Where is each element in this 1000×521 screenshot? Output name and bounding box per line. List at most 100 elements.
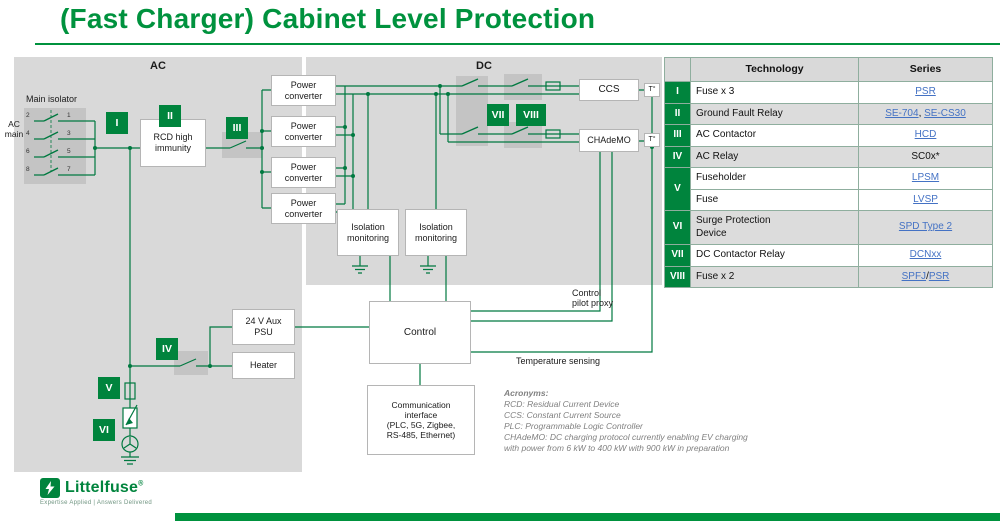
pin-5: 5 xyxy=(67,148,71,155)
technology-cell: Surge Protection Device xyxy=(690,210,860,246)
power-converter-box-3: Power converter xyxy=(271,157,336,188)
series-link[interactable]: DCNxx xyxy=(909,249,942,261)
dc-section-label: DC xyxy=(476,60,492,72)
table-badge: II xyxy=(663,102,692,126)
badge-vi: VI xyxy=(93,419,115,441)
ccs-switch-patch xyxy=(504,74,542,100)
series-cell: LPSM xyxy=(858,167,994,190)
temp-sensor-ccs: T° xyxy=(644,83,660,97)
table-header-badge xyxy=(663,56,692,83)
ac-main-label: AC main xyxy=(4,119,24,139)
ccs-box: CCS xyxy=(579,79,639,101)
rcd-box: RCD high immunity xyxy=(140,119,206,167)
badge-viii: VIII xyxy=(516,104,546,126)
pin-8: 8 xyxy=(26,166,30,173)
series-text: SC0x* xyxy=(911,150,940,162)
temperature-sensing-label: Temperature sensing xyxy=(516,356,601,366)
isolation-monitoring-box-2: Isolation monitoring xyxy=(405,209,467,256)
series-cell: SC0x* xyxy=(858,145,994,169)
table-badge: VII xyxy=(663,244,692,267)
series-link[interactable]: SPFJ xyxy=(901,270,927,282)
series-text: , xyxy=(918,107,925,119)
table-row: Fuse LVSP xyxy=(665,188,994,212)
title-underline xyxy=(35,43,1000,45)
technology-cell: Fuse x 3 xyxy=(690,81,860,104)
pin-3: 3 xyxy=(67,130,71,137)
main-isolator-patch xyxy=(24,108,86,184)
pin-7: 7 xyxy=(67,166,71,173)
technology-cell: AC Contactor xyxy=(690,124,860,147)
isolation-monitoring-box-1: Isolation monitoring xyxy=(337,209,399,256)
main-isolator-label: Main isolator xyxy=(26,94,78,104)
table-header-series: Series xyxy=(858,56,994,83)
series-cell: SPFJ/PSR xyxy=(858,265,994,289)
control-pilot-proxy-label: Control pilot proxy xyxy=(572,288,614,308)
chademo-box: CHAdeMO xyxy=(579,129,639,152)
series-cell: DCNxx xyxy=(858,244,994,267)
table-badge: VIII xyxy=(663,265,692,289)
series-link[interactable]: PSR xyxy=(915,86,936,98)
series-link[interactable]: SPD Type 2 xyxy=(898,221,953,233)
ac-section-label: AC xyxy=(150,60,166,72)
table-badge: IV xyxy=(663,145,692,169)
badge-i: I xyxy=(106,112,128,134)
littelfuse-logo-icon xyxy=(40,478,60,498)
comm-interface-box: Communication interface (PLC, 5G, Zigbee… xyxy=(367,385,475,455)
series-cell: PSR xyxy=(858,81,994,104)
table-badge: III xyxy=(663,124,692,147)
aux-psu-box: 24 V Aux PSU xyxy=(232,309,295,345)
power-converter-box-1: Power converter xyxy=(271,75,336,106)
power-converter-box-4: Power converter xyxy=(271,193,336,224)
series-link[interactable]: LPSM xyxy=(911,172,940,184)
series-link[interactable]: SE-704 xyxy=(885,107,919,119)
technology-cell: Fuse x 2 xyxy=(690,265,860,289)
technology-cell: Fuse xyxy=(690,188,860,212)
acronyms-heading: Acronyms: xyxy=(504,388,549,398)
table-badge: VI xyxy=(663,210,692,246)
footer-bar xyxy=(175,513,1000,521)
table-badge: V xyxy=(663,167,692,212)
technology-cell: DC Contactor Relay xyxy=(690,244,860,267)
series-cell: SPD Type 2 xyxy=(858,210,994,246)
littelfuse-logo: Littelfuse® Expertise Applied | Answers … xyxy=(40,478,152,506)
control-box: Control xyxy=(369,301,471,364)
heater-box: Heater xyxy=(232,352,295,379)
series-cell: LVSP xyxy=(858,188,994,212)
badge-iv: IV xyxy=(156,338,178,360)
badge-iii: III xyxy=(226,117,248,139)
table-header-technology: Technology xyxy=(690,56,860,83)
badge-ii: II xyxy=(159,105,181,127)
registered-mark: ® xyxy=(138,480,144,488)
pin-2: 2 xyxy=(26,112,30,119)
acronyms-block: Acronyms: RCD: Residual Current Device C… xyxy=(504,388,804,454)
table-header-row: Technology Series xyxy=(663,56,994,83)
series-link[interactable]: PSR xyxy=(928,270,950,282)
table-badge: I xyxy=(663,81,692,104)
pin-1: 1 xyxy=(67,112,71,119)
series-cell: SE-704, SE-CS30 xyxy=(858,102,994,126)
series-link[interactable]: LVSP xyxy=(913,193,938,205)
technology-cell: AC Relay xyxy=(690,145,860,169)
dc-contactor-patch xyxy=(456,76,488,146)
series-link[interactable]: HCD xyxy=(914,129,937,141)
technology-cell: Fuseholder xyxy=(690,167,860,190)
temp-sensor-chademo: T° xyxy=(644,133,660,147)
ac-relay-patch xyxy=(174,351,208,375)
series-link[interactable]: SE-CS30 xyxy=(924,107,966,119)
page-title: (Fast Charger) Cabinet Level Protection xyxy=(60,3,596,34)
pin-4: 4 xyxy=(26,130,30,137)
brand-tagline: Expertise Applied | Answers Delivered xyxy=(40,500,153,506)
acronyms-lines: RCD: Residual Current Device CCS: Consta… xyxy=(504,399,748,454)
pin-6: 6 xyxy=(26,148,30,155)
badge-v: V xyxy=(98,377,120,399)
